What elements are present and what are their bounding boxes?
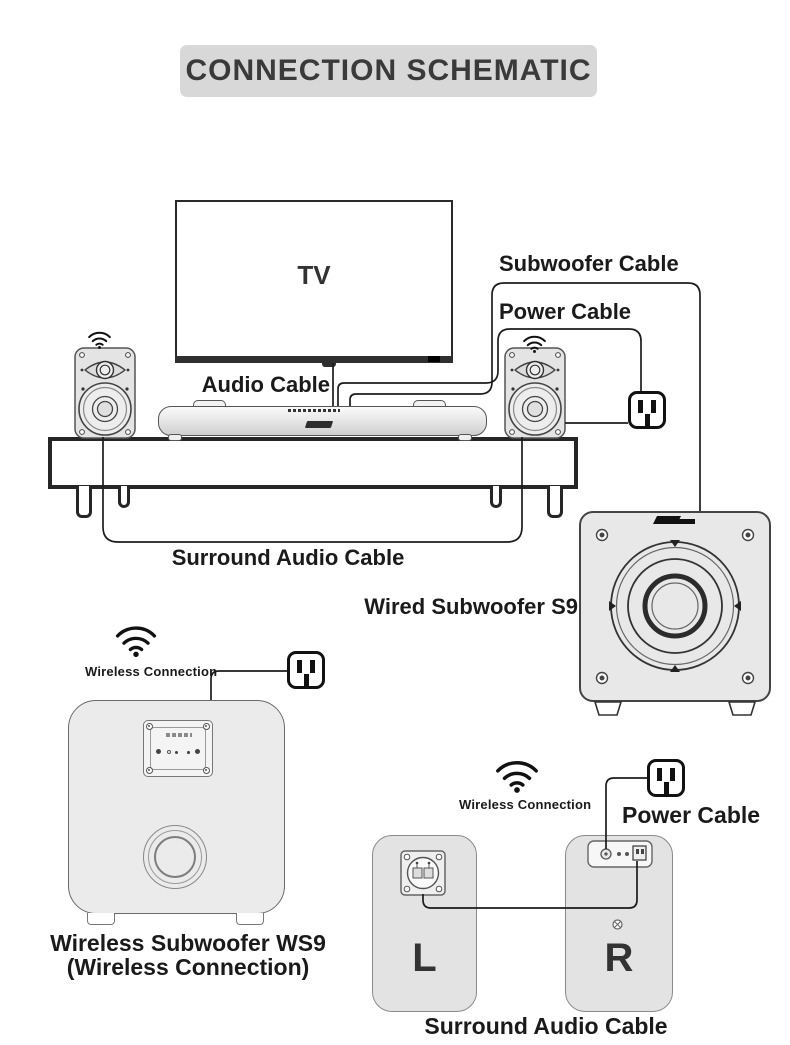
screw-icon (203, 767, 210, 774)
wifi-icon (496, 760, 538, 793)
subwoofer-foot (727, 701, 757, 716)
ws9-plate-inner (150, 727, 206, 770)
power-outlet-icon (287, 651, 325, 689)
wireless-connection-label: Wireless Connection (459, 797, 592, 812)
left-speaker-letter: L (412, 936, 437, 980)
tv-logo-mark (428, 356, 440, 362)
wired-subwoofer-s9 (579, 511, 771, 716)
power-cable-label-bottom: Power Cable (622, 802, 761, 828)
schematic-title-box: CONNECTION SCHEMATIC (180, 45, 597, 97)
audio-cable-label: Audio Cable (201, 372, 330, 397)
wireless-subwoofer-label-line1: Wireless Subwoofer WS9 (50, 930, 326, 956)
surround-speaker-left (74, 347, 136, 439)
surround-audio-cable-line-bottom (422, 861, 638, 909)
surround-audio-cable-line-top (102, 437, 523, 543)
surround-port (632, 845, 647, 861)
ws9-back-plate (143, 720, 213, 777)
tv-stand-table (48, 437, 578, 489)
subwoofer-cable-label: Subwoofer Cable (499, 251, 679, 276)
surround-audio-cable-label-top: Surround Audio Cable (171, 545, 405, 570)
schematic-title: CONNECTION SCHEMATIC (185, 54, 592, 87)
soundbar-end-tab (193, 400, 226, 409)
tv-label: TV (297, 260, 331, 290)
wired-subwoofer-label: Wired Subwoofer S9 (364, 594, 578, 619)
right-speaker-letter: R (604, 936, 634, 980)
screw-icon (612, 919, 623, 930)
power-outlet-icon (647, 759, 685, 797)
screw-icon (146, 723, 153, 730)
ws9-bass-port-ring (148, 830, 202, 884)
tv-bezel (175, 356, 453, 363)
table-leg (118, 486, 130, 508)
brand-logo (166, 733, 192, 737)
wifi-icon (523, 335, 546, 353)
subwoofer-cable-line (349, 282, 701, 511)
wifi-icon (115, 626, 157, 657)
ws9-controls (154, 747, 202, 755)
ws9-foot (236, 913, 264, 925)
tv-stand-nub (322, 362, 336, 367)
soundbar-grille (288, 409, 340, 412)
tv: TV (175, 200, 453, 362)
wifi-icon (88, 331, 111, 349)
soundbar-foot (458, 434, 472, 441)
wireless-subwoofer-label-line2: (Wireless Connection) (66, 954, 310, 980)
corner-screws (595, 528, 755, 685)
left-speaker-terminal-plate (400, 850, 446, 896)
wireless-connection-label: Wireless Connection (85, 664, 218, 679)
soundbar-foot (168, 434, 182, 441)
table-leg (547, 486, 563, 518)
screw-icon (146, 767, 153, 774)
ws9-bass-port-ring (154, 836, 196, 878)
brand-logo (653, 516, 695, 524)
table-leg (76, 486, 92, 518)
surround-audio-cable-label-bottom: Surround Audio Cable (424, 1013, 668, 1039)
screw-icon (203, 723, 210, 730)
subwoofer-foot (593, 701, 623, 716)
right-speaker-io-panel (587, 840, 653, 868)
ws9-power-line (210, 670, 287, 700)
power-cable-line-bottom (605, 777, 647, 849)
soundbar-end-tab (413, 400, 446, 409)
power-cable-line-top (337, 328, 642, 406)
table-leg (490, 486, 502, 508)
surround-speaker-right (504, 347, 566, 439)
power-outlet-icon (628, 391, 666, 429)
power-cable-label-top: Power Cable (499, 299, 632, 324)
ws9-foot (87, 913, 115, 925)
ws9-bass-port (143, 825, 207, 889)
